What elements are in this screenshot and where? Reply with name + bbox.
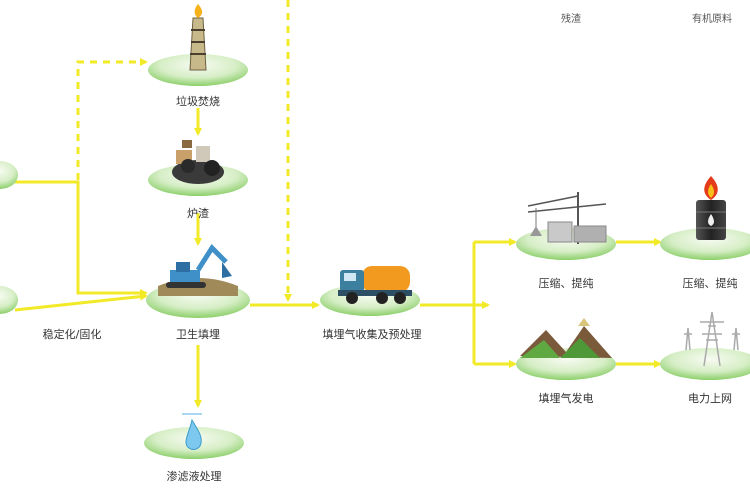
label-gas-collect: 填埋气收集及预处理 bbox=[322, 328, 422, 341]
platform-left-bottom bbox=[0, 286, 18, 314]
header-organic-material: 有机原料 bbox=[692, 14, 732, 25]
dashed-arrow-to-incineration bbox=[76, 58, 148, 180]
mountain-landfill-icon bbox=[520, 318, 612, 358]
oil-barrel-icon bbox=[696, 176, 726, 240]
label-compress-b: 压缩、提纯 bbox=[682, 277, 738, 290]
label-landfill: 卫生填埋 bbox=[176, 328, 220, 341]
arrow-stabilize-to-landfill bbox=[14, 292, 148, 312]
connectors bbox=[14, 0, 662, 408]
label-incineration: 垃圾焚烧 bbox=[176, 95, 220, 108]
chimney-flame-icon bbox=[189, 4, 207, 71]
label-gas-power: 填埋气发电 bbox=[538, 392, 594, 405]
platform-oil bbox=[660, 228, 750, 260]
label-leachate: 渗滤液处理 bbox=[166, 470, 222, 483]
platform-left-top bbox=[0, 161, 18, 189]
excavator-icon bbox=[158, 244, 238, 296]
label-grid: 电力上网 bbox=[688, 392, 732, 405]
compression-plant-icon bbox=[527, 192, 607, 244]
water-drop-icon bbox=[182, 413, 202, 450]
platforms bbox=[0, 54, 750, 459]
slag-pile-icon bbox=[172, 140, 224, 184]
arrow-left-to-landfill-a bbox=[15, 180, 148, 297]
label-compress-a: 压缩、提纯 bbox=[538, 277, 594, 290]
label-stabilize: 稳定化/固化 bbox=[42, 328, 102, 341]
header-residue: 残渣 bbox=[561, 14, 581, 25]
label-slag: 炉渣 bbox=[187, 207, 209, 220]
power-tower-icon bbox=[684, 311, 740, 367]
tanker-truck-icon bbox=[338, 266, 412, 304]
